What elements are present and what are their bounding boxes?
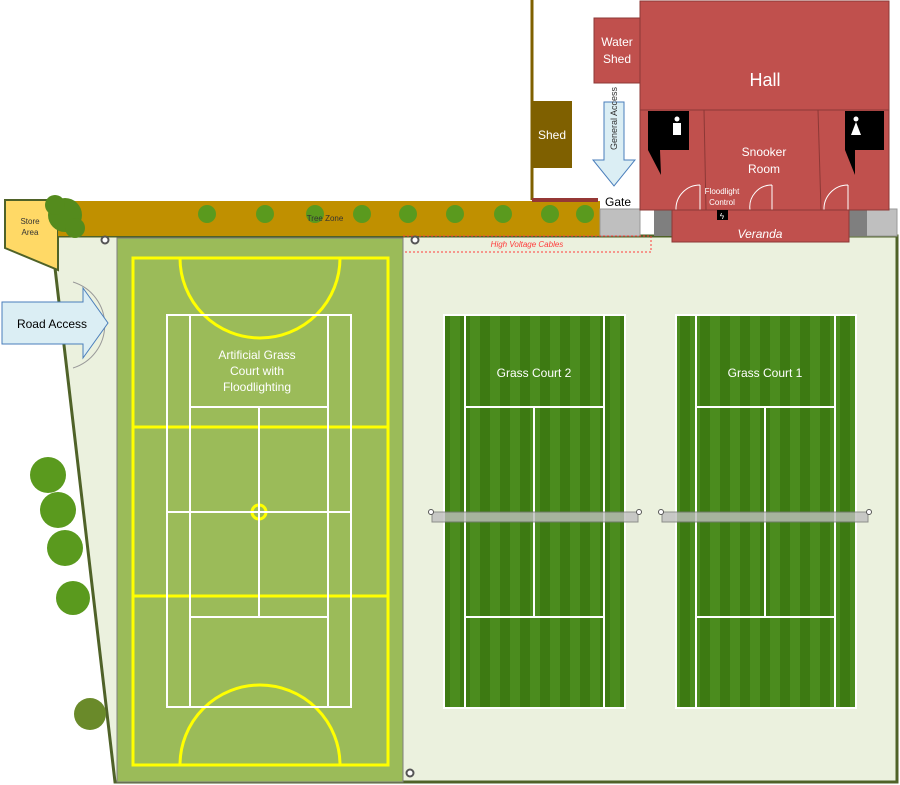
general-access-arrow [591, 101, 637, 187]
womens-toilet [845, 111, 884, 175]
male-icon [673, 116, 681, 135]
female-icon [851, 116, 861, 135]
grass-court-2: Grass Court 2 [428, 314, 642, 709]
grass-court-1: Grass Court 1 [658, 314, 872, 709]
water-shed-label: Water [601, 35, 633, 49]
shed-label: Shed [538, 128, 566, 142]
road-access-label: Road Access [17, 317, 87, 331]
steps-left [654, 209, 672, 236]
store-area [4, 199, 59, 272]
artificial-court-label: Artificial Grass [218, 348, 295, 362]
artificial-court-label-3: Floodlighting [223, 380, 291, 394]
gate-label[interactable]: Gate [605, 195, 631, 209]
boundary-trees [30, 457, 106, 730]
steps-right [849, 209, 867, 236]
wall [703, 109, 707, 211]
tree-zone-label: Tree Zone [307, 214, 344, 223]
wall [817, 109, 822, 211]
water-shed-label-2: Shed [603, 52, 631, 66]
svg-text:ϟ: ϟ [720, 212, 725, 221]
veranda [671, 209, 850, 243]
floodlight-control-label: Floodlight [705, 187, 740, 196]
hall-label: Hall [749, 70, 780, 90]
veranda-label: Veranda [738, 227, 783, 241]
floodlight-control-label-2: Control [709, 198, 735, 207]
floodlight-switch-icon: ϟ [717, 210, 728, 221]
tennis-markings [166, 314, 352, 708]
store-area-label-2: Area [22, 228, 39, 237]
net [431, 511, 639, 523]
shed [533, 101, 572, 168]
high-voltage-label: High Voltage Cables [491, 240, 564, 249]
grass-court-2-label: Grass Court 2 [497, 366, 572, 380]
path-left [599, 208, 641, 237]
water-shed [593, 17, 641, 84]
large-tree-icon [45, 195, 85, 238]
tree-zone-trees [198, 205, 594, 223]
mens-toilet [648, 111, 689, 175]
snooker-room-label: Snooker [742, 145, 787, 159]
road-access-arrow[interactable] [1, 286, 109, 360]
store-area-label: Store [20, 217, 40, 226]
net [661, 511, 869, 523]
grass-court-1-label: Grass Court 1 [728, 366, 803, 380]
snooker-room-label-2: Room [748, 162, 780, 176]
artificial-court-label-2: Court with [230, 364, 284, 378]
general-access-label: General Access [609, 86, 619, 150]
hall [639, 0, 890, 111]
